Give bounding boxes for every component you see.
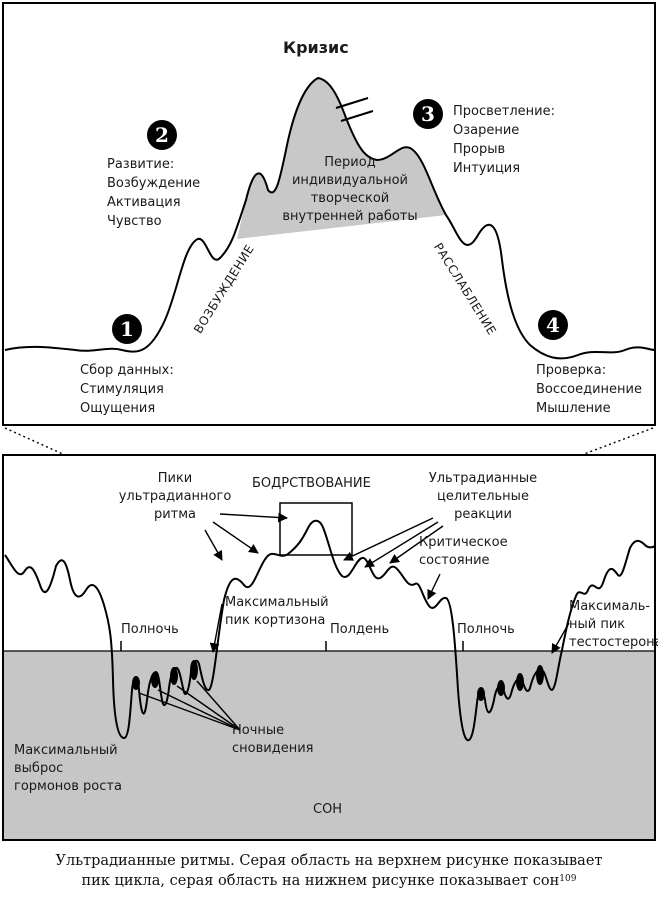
footnote-ref: 109 — [559, 874, 577, 884]
stage-1-line: Сбор данных: — [80, 363, 174, 378]
annotation-arrows — [138, 512, 570, 731]
testosterone-line: Максималь- — [569, 599, 651, 614]
stage-2-text: Развитие: Возбуждение Активация Чувство — [107, 155, 200, 231]
peaks-line: ультрадианного — [118, 489, 232, 504]
critical-line: состояние — [419, 553, 490, 568]
crisis-gray-region — [237, 78, 446, 239]
growth-line: гормонов роста — [14, 779, 122, 794]
night-dreams-label: Ночные сновидения — [232, 722, 313, 758]
peaks-line: ритма — [153, 507, 197, 522]
healing-responses-label: Ультрадианные целительные реакции — [418, 470, 548, 524]
ultradian-peaks-label: Пики ультрадианного ритма — [115, 470, 235, 524]
stage-4-marker — [538, 310, 568, 340]
gray-region-line: Период — [324, 155, 376, 170]
stage-2-line: Активация — [107, 195, 181, 210]
caption-line-1: Ультрадианные ритмы. Серая область на ве… — [55, 853, 603, 869]
wakefulness-label: БОДРСТВОВАНИЕ — [252, 476, 371, 491]
stage-4-line: Проверка: — [536, 363, 607, 378]
cortisol-line: Максимальный — [225, 595, 329, 610]
cortisol-line: пик кортизона — [225, 613, 326, 628]
stage-4-line: Мышление — [536, 401, 611, 416]
stage-3-text: Просветление: Озарение Прорыв Интуиция — [453, 102, 555, 178]
caption-line-2: пик цикла, серая область на нижнем рисун… — [0, 871, 658, 891]
stage-2-number: 2 — [155, 123, 169, 147]
dreams-line: Ночные — [232, 723, 285, 738]
stage-2-marker — [147, 120, 177, 150]
crisis-title: Кризис — [283, 38, 349, 57]
tick-label-midnight-1: Полночь — [121, 622, 179, 637]
growth-line: выброс — [14, 761, 64, 776]
healing-line: реакции — [454, 507, 512, 522]
tick-label-noon: Полдень — [330, 622, 390, 637]
stage-3-line: Озарение — [453, 123, 520, 138]
stage-4-line: Воссоединение — [536, 382, 642, 397]
stage-3-line: Прорыв — [453, 142, 506, 157]
stage-1-number: 1 — [120, 317, 134, 341]
stage-4-text: Проверка: Воссоединение Мышление — [536, 361, 642, 418]
critical-state-label: Критическое состояние — [419, 534, 508, 570]
cycle-curve — [4, 76, 656, 360]
gray-region-line: индивидуальной — [291, 173, 409, 188]
caption-line-2-text: пик цикла, серая область на нижнем рисун… — [81, 873, 560, 889]
growth-line: Максимальный — [14, 743, 118, 758]
testosterone-line: ный пик — [569, 617, 626, 632]
growth-hormone-label: Максимальный выброс гормонов роста — [14, 742, 122, 796]
stage-3-number: 3 — [421, 102, 435, 126]
testosterone-peak-label: Максималь- ный пик тестостерона — [569, 598, 658, 652]
stage-1-line: Стимуляция — [80, 382, 164, 397]
gray-region-line: внутренней работы — [282, 209, 418, 224]
healing-line: целительные — [437, 489, 529, 504]
gray-region-line: творческой — [310, 191, 390, 206]
testosterone-line: тестостерона — [569, 635, 658, 650]
break-mark — [335, 97, 369, 109]
critical-line: Критическое — [419, 535, 508, 550]
figure-caption: Ультрадианные ритмы. Серая область на ве… — [0, 851, 658, 891]
peak-highlight-box — [279, 502, 353, 556]
daily-rhythm-curve — [4, 519, 656, 742]
stage-1-text: Сбор данных: Стимуляция Ощущения — [80, 361, 174, 418]
stage-4-number: 4 — [546, 313, 560, 337]
break-mark — [340, 110, 374, 122]
stage-1-marker — [112, 314, 142, 344]
stage-2-line: Возбуждение — [107, 176, 201, 191]
stage-1-line: Ощущения — [80, 401, 156, 416]
sleep-label: СОН — [313, 802, 343, 817]
tick-label-midnight-2: Полночь — [457, 622, 515, 637]
stage-2-line: Развитие: — [107, 157, 175, 172]
dreams-line: сновидения — [232, 741, 314, 756]
healing-line: Ультрадианные — [428, 471, 538, 486]
stage-2-line: Чувство — [107, 214, 162, 229]
projection-line-right — [419, 427, 654, 517]
cortisol-peak-label: Максимальный пик кортизона — [225, 594, 329, 630]
stage-3-line: Просветление: — [453, 104, 555, 119]
gray-region-label: Период индивидуальной творческой внутрен… — [270, 154, 430, 226]
stage-3-line: Интуиция — [453, 161, 521, 176]
stage-3-marker — [413, 99, 443, 129]
peaks-line: Пики — [157, 471, 193, 486]
